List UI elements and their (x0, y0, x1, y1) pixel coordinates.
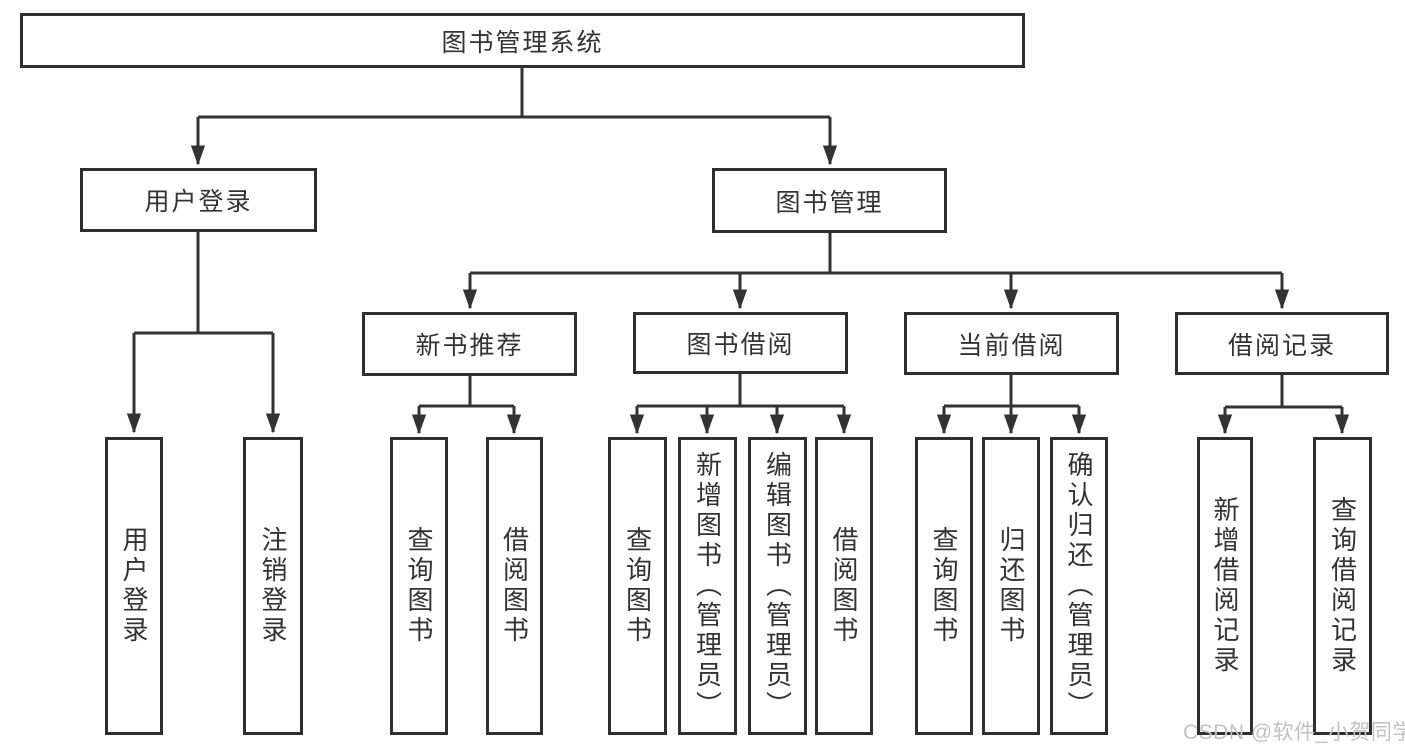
leaf-query-books-recommend-label: 查询图书 (404, 526, 434, 646)
leaf-borrow-books-borrowing: 借阅图书 (815, 437, 873, 735)
node-new-book-recommend-label: 新书推荐 (415, 332, 524, 360)
node-book-management-label: 图书管理 (775, 188, 884, 217)
csdn-watermark: CSDN @软件_小贺同学 (1183, 721, 1405, 744)
leaf-return-books: 归还图书 (982, 437, 1040, 735)
node-current-borrowing: 当前借阅 (904, 312, 1119, 375)
leaf-edit-book-admin-label: 编辑图书（管理员） (762, 451, 793, 721)
leaf-return-books-label: 归还图书 (996, 526, 1026, 646)
leaf-borrow-books-recommend: 借阅图书 (486, 437, 543, 735)
node-current-borrowing-label: 当前借阅 (957, 331, 1066, 360)
leaf-borrow-books-recommend-label: 借阅图书 (499, 526, 530, 646)
leaf-query-borrow-record: 查询借阅记录 (1313, 437, 1372, 735)
leaf-query-books-borrowing: 查询图书 (608, 437, 667, 735)
leaf-query-books-recommend: 查询图书 (390, 437, 448, 735)
node-book-borrowing-label: 图书借阅 (686, 331, 795, 359)
node-borrow-records: 借阅记录 (1175, 312, 1389, 375)
leaf-query-borrow-record-label: 查询借阅记录 (1327, 496, 1358, 676)
leaf-confirm-return-admin: 确认归还（管理员） (1050, 437, 1108, 735)
leaf-logout-login: 注销登录 (243, 437, 303, 735)
leaf-logout-login-label: 注销登录 (258, 526, 288, 646)
leaf-add-borrow-record-label: 新增借阅记录 (1210, 496, 1240, 676)
node-new-book-recommend: 新书推荐 (362, 312, 577, 376)
node-library-system-label: 图书管理系统 (441, 28, 604, 57)
node-user-login: 用户登录 (80, 168, 317, 232)
node-library-system: 图书管理系统 (20, 13, 1025, 68)
leaf-query-books-borrowing-label: 查询图书 (622, 526, 653, 646)
leaf-confirm-return-admin-label: 确认归还（管理员） (1064, 451, 1094, 721)
node-book-borrowing: 图书借阅 (633, 312, 848, 374)
node-user-login-label: 用户登录 (144, 188, 253, 216)
node-book-management: 图书管理 (712, 168, 947, 233)
leaf-user-login-label: 用户登录 (119, 526, 149, 646)
leaf-query-books-current: 查询图书 (915, 437, 973, 735)
leaf-edit-book-admin: 编辑图书（管理员） (748, 437, 807, 735)
leaf-user-login: 用户登录 (105, 437, 163, 735)
leaf-add-borrow-record: 新增借阅记录 (1197, 437, 1253, 735)
leaf-add-book-admin-label: 新增图书（管理员） (692, 451, 723, 721)
leaf-borrow-books-borrowing-label: 借阅图书 (829, 526, 859, 646)
leaf-query-books-current-label: 查询图书 (929, 526, 959, 646)
leaf-add-book-admin: 新增图书（管理员） (678, 437, 737, 735)
node-borrow-records-label: 借阅记录 (1227, 331, 1336, 360)
